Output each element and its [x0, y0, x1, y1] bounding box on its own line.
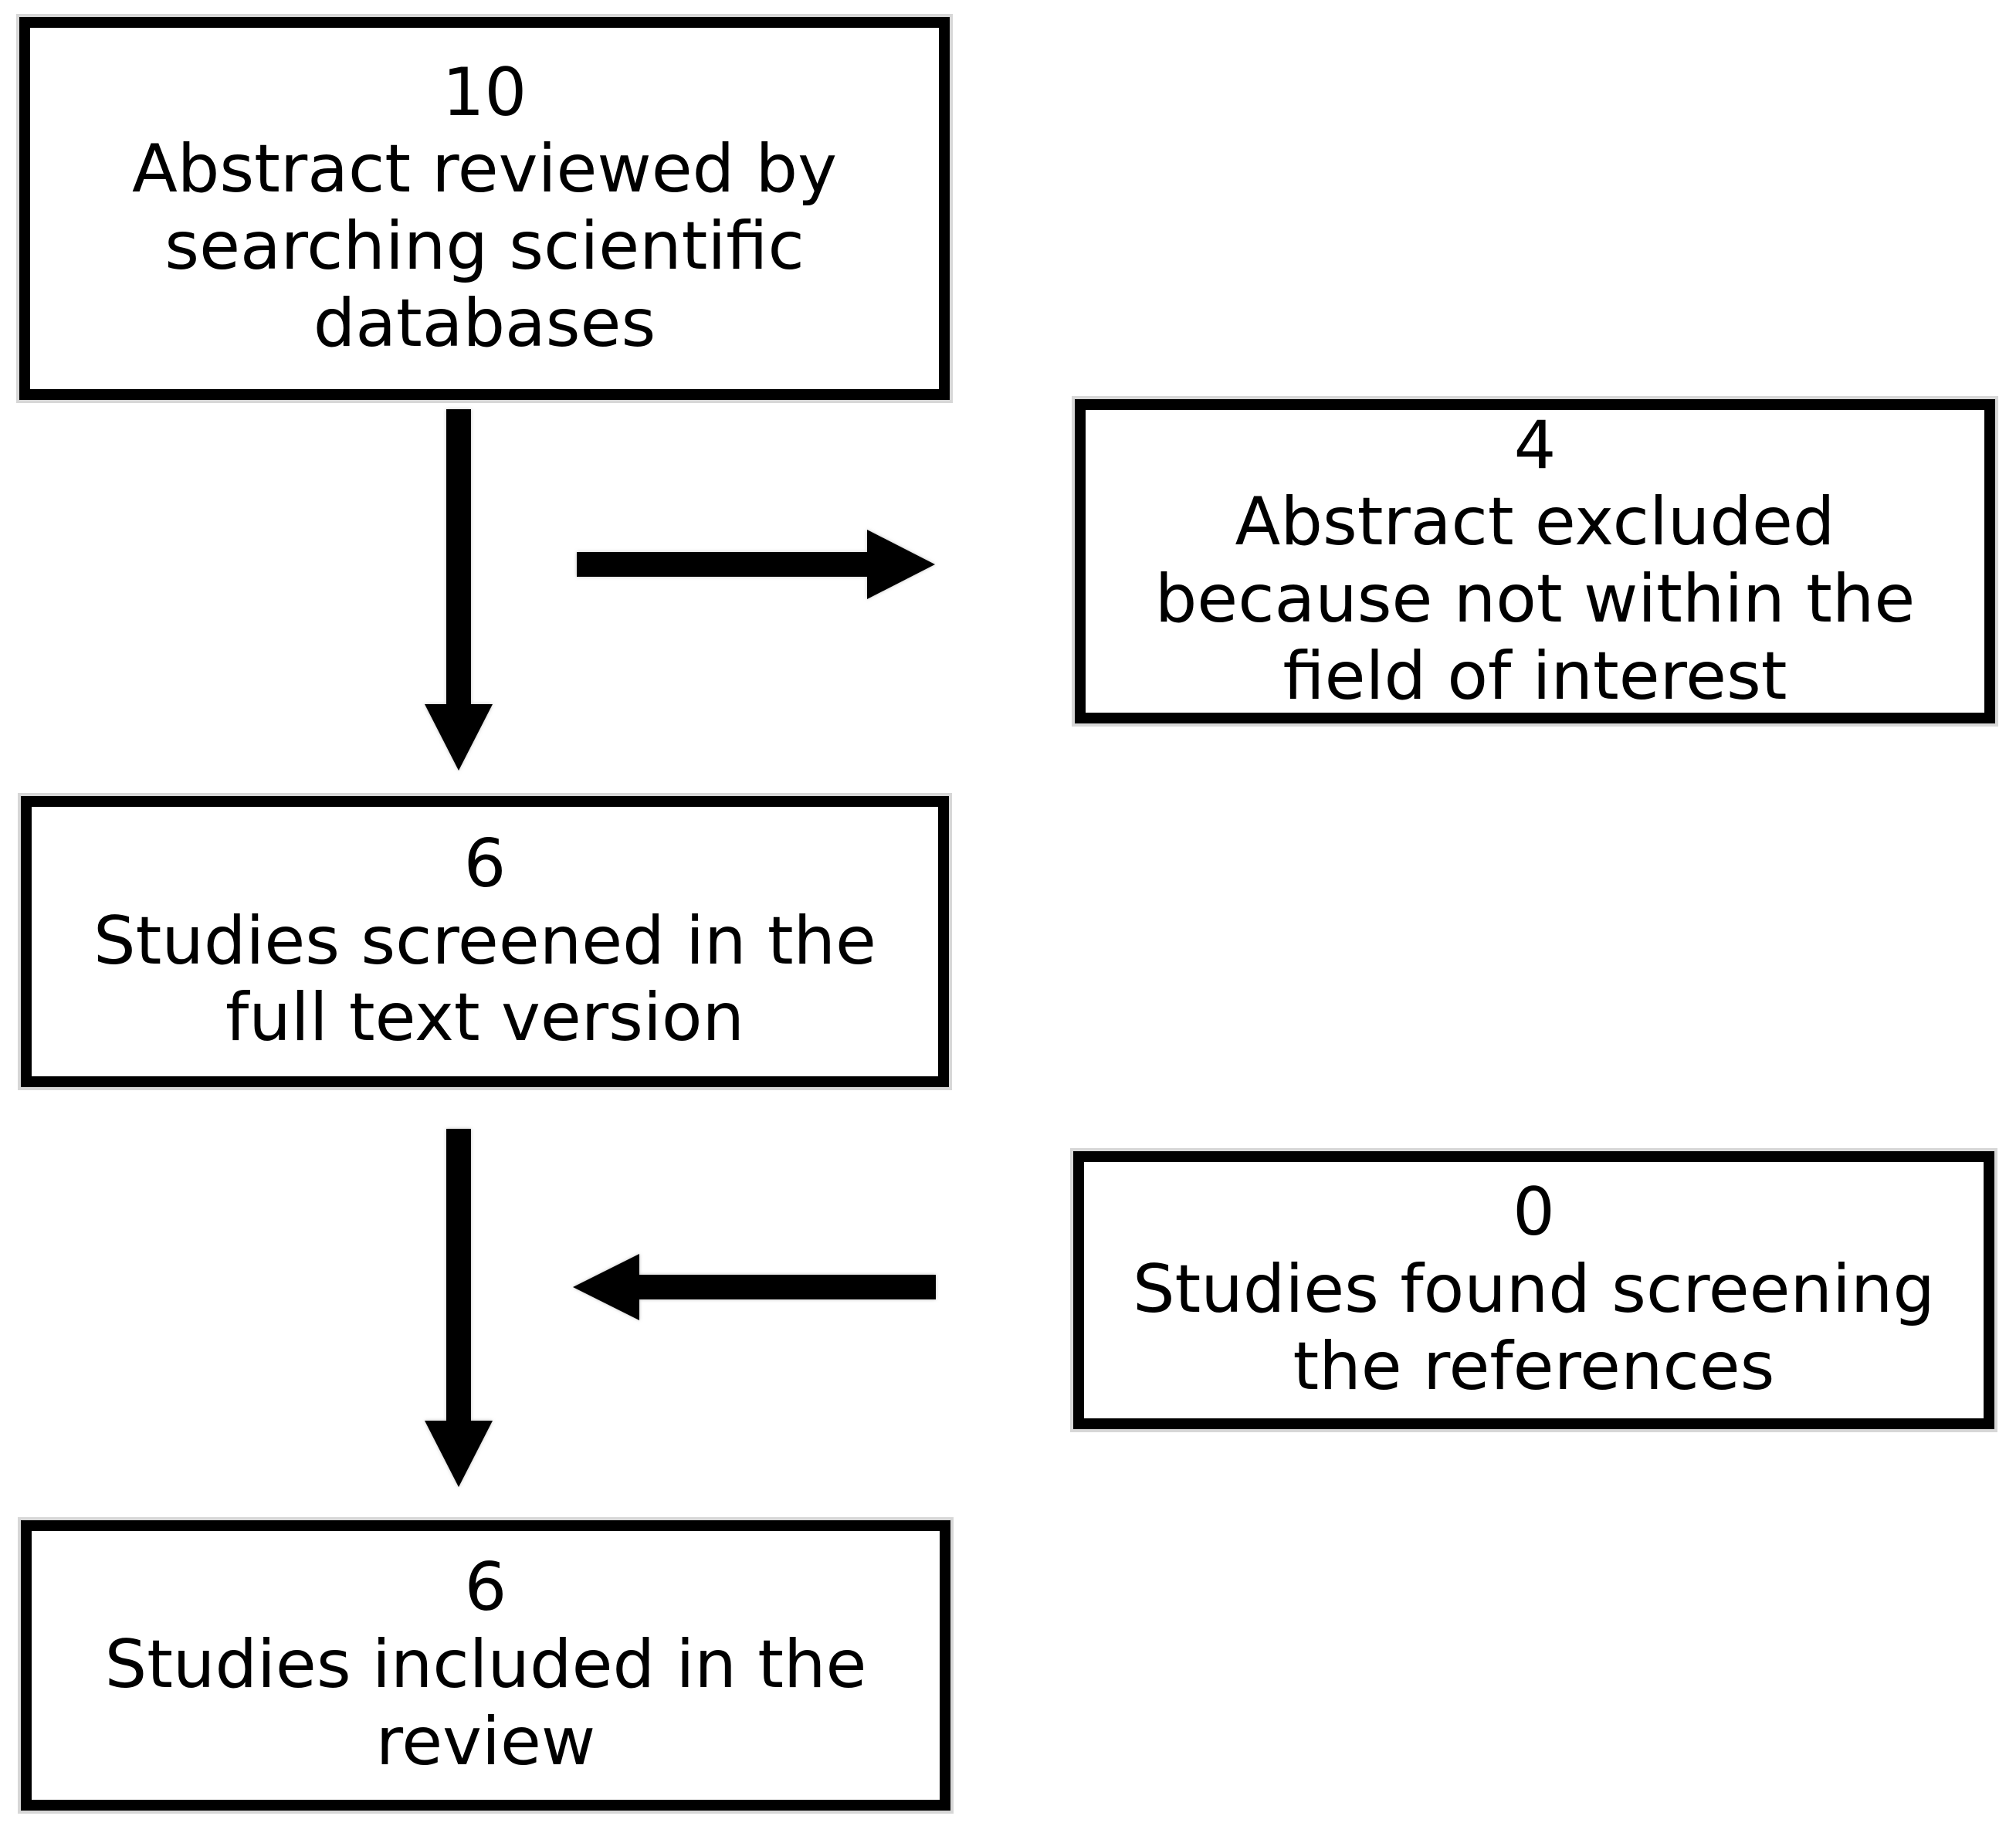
- box-studies-included: 6 Studies included in the review: [21, 1520, 950, 1811]
- box-studies-found-references-line: the references: [1293, 1327, 1775, 1405]
- box-studies-found-references-line: Studies found screening: [1132, 1251, 1936, 1329]
- box-studies-found-references-count: 0: [1513, 1174, 1555, 1252]
- box-studies-included-count: 6: [464, 1549, 507, 1627]
- box-studies-included-line: Studies included in the: [104, 1626, 867, 1704]
- box-abstracts-excluded-line: field of interest: [1282, 637, 1787, 715]
- box-abstracts-excluded-count: 4: [1513, 406, 1557, 484]
- box-abstracts-reviewed: 10 Abstract reviewed by searching scient…: [19, 17, 950, 400]
- left-arrow-shaft: [639, 1275, 936, 1299]
- left-arrow-head: [573, 1254, 639, 1320]
- box-abstracts-reviewed-line: Abstract reviewed by: [131, 130, 838, 208]
- box-abstracts-excluded-line: because not within the: [1154, 561, 1916, 638]
- down-arrow-1-shaft: [446, 409, 471, 704]
- box-studies-screened-line: Studies screened in the: [93, 902, 876, 980]
- box-abstracts-reviewed-line: databases: [313, 284, 656, 362]
- box-studies-screened-line: full text version: [225, 979, 744, 1057]
- box-studies-screened-count: 6: [463, 825, 507, 903]
- right-arrow-shaft: [577, 552, 867, 577]
- down-arrow-1-head: [425, 704, 493, 771]
- box-abstracts-reviewed-count: 10: [442, 53, 527, 131]
- box-abstracts-excluded-line: Abstract excluded: [1235, 483, 1835, 561]
- box-abstracts-reviewed-line: searching scientific: [164, 208, 805, 285]
- down-arrow-2-head: [425, 1421, 493, 1487]
- down-arrow-2-shaft: [446, 1129, 471, 1421]
- box-studies-found-references: 0 Studies found screening the references: [1073, 1151, 1994, 1429]
- box-studies-screened: 6 Studies screened in the full text vers…: [21, 796, 949, 1087]
- box-abstracts-excluded: 4 Abstract excluded because not within t…: [1075, 399, 1995, 723]
- box-studies-included-line: review: [375, 1702, 596, 1780]
- right-arrow-head: [867, 530, 935, 599]
